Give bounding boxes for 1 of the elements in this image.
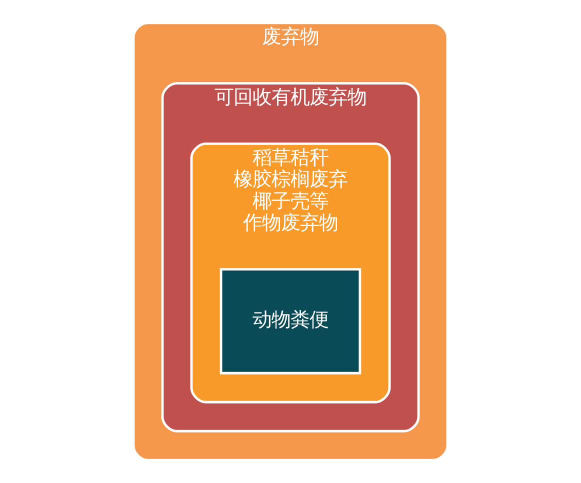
node-box: 动物粪便	[220, 268, 362, 374]
